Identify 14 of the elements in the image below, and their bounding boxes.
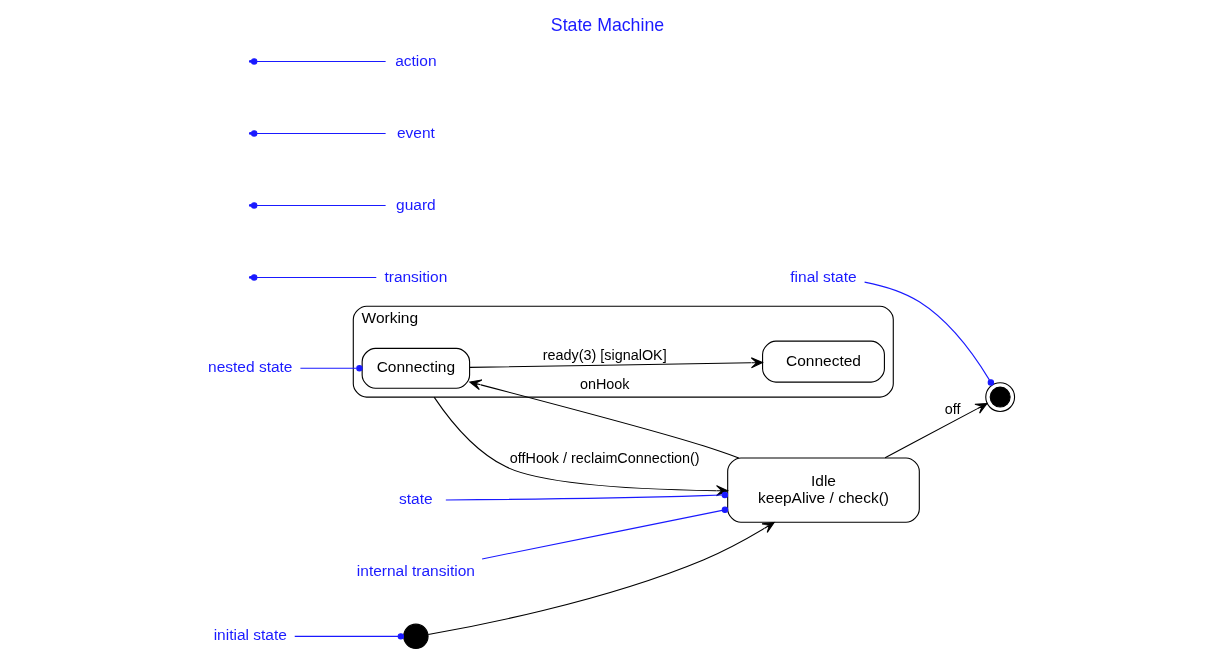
node-text: initial state: [213, 626, 287, 644]
node-text: guard: [396, 195, 436, 213]
diagram-title: State Machine: [550, 15, 665, 36]
node-text: final state: [790, 267, 857, 285]
edge-label: ready(3) [signalOK]: [542, 346, 667, 363]
node-text: transition: [384, 267, 448, 285]
edge-label: off: [944, 401, 961, 418]
edge-label: onHook: [579, 375, 630, 392]
node-text: action: [395, 51, 437, 69]
node-text: internal transition: [356, 562, 475, 580]
edge-label: offHook / reclaimConnection(): [509, 449, 700, 466]
node-text: nested state: [208, 358, 293, 376]
node-text: event: [396, 123, 435, 141]
node-text: state: [399, 490, 433, 508]
